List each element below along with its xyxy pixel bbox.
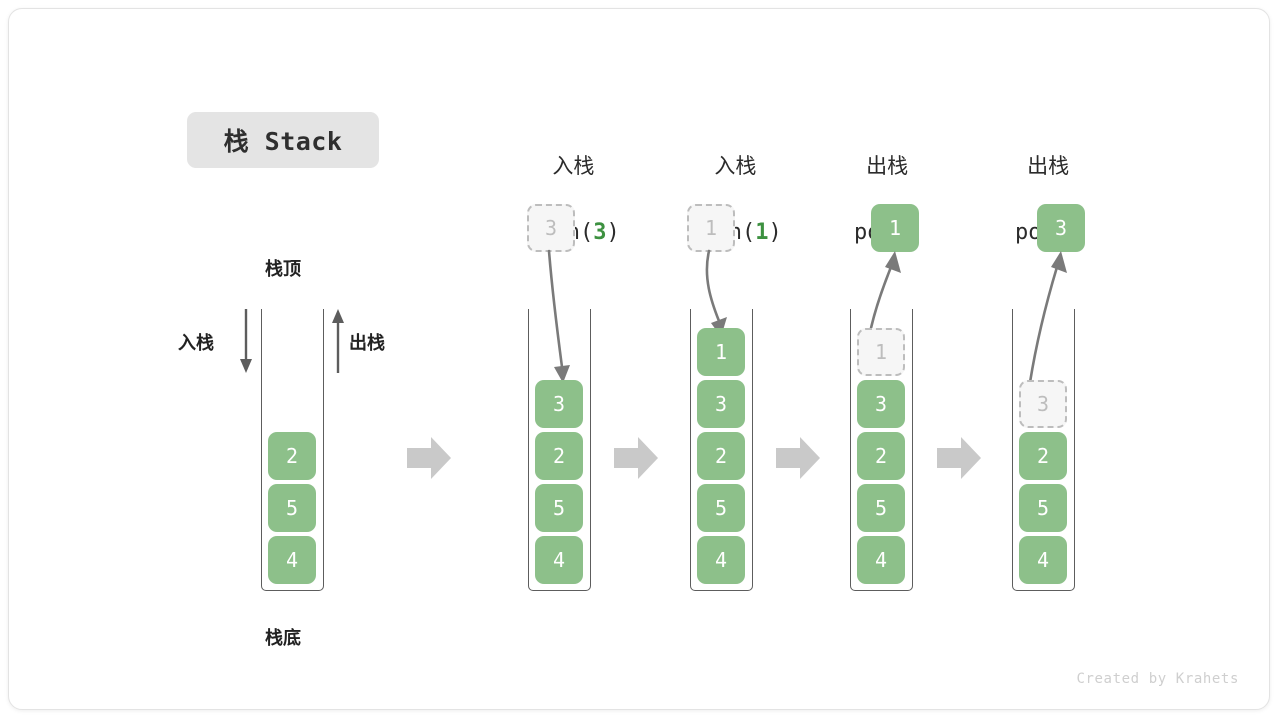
step-2-cell-4: 4: [697, 536, 745, 584]
step-arrow-2-icon: [614, 437, 658, 479]
step-1-cell-1: 2: [535, 432, 583, 480]
base-pop-label: 出栈: [349, 333, 385, 354]
step-1-op-cn: 入栈: [552, 154, 595, 178]
step-3-cell-2: 2: [857, 432, 905, 480]
step-3-cell-4: 4: [857, 536, 905, 584]
step-2-floating-cell: 1: [687, 204, 735, 252]
base-stack-container: [261, 309, 324, 591]
step-4-floating-cell: 3: [1037, 204, 1085, 252]
step-1-code-suffix: ): [606, 220, 620, 246]
step-2-cell-2: 2: [697, 432, 745, 480]
step-arrow-4-icon: [937, 437, 981, 479]
step-4-cell-1: 2: [1019, 432, 1067, 480]
step-3-stack-container: [850, 309, 913, 591]
step-2-stack-container: [690, 309, 753, 591]
step-1-code-arg: 3: [593, 220, 607, 246]
step-1-stack-container: [528, 309, 591, 591]
step-arrow-1-icon: [407, 437, 451, 479]
base-direction-arrows: [240, 309, 344, 373]
step-2-code-suffix: ): [768, 220, 782, 246]
diagram-canvas: 栈 Stack 栈顶 入栈 出栈 2 5 4 栈底 入栈 push(3) 3 3…: [8, 8, 1270, 710]
step-3-cell-3: 5: [857, 484, 905, 532]
step-4-cell-2: 5: [1019, 484, 1067, 532]
step-1-cell-0: 3: [535, 380, 583, 428]
step-1-cell-3: 4: [535, 536, 583, 584]
title-text: 栈 Stack: [223, 127, 343, 156]
step-1-floating-cell: 3: [527, 204, 575, 252]
stack-bottom-label: 栈底: [265, 628, 301, 649]
step-3-cell-1: 3: [857, 380, 905, 428]
base-cell-0: 2: [268, 432, 316, 480]
base-push-label: 入栈: [178, 333, 214, 354]
step-2-code-arg: 1: [755, 220, 769, 246]
step-4-cell-0-ghost: 3: [1019, 380, 1067, 428]
step-4-op-cn: 出栈: [1027, 154, 1070, 178]
step-2-cell-1: 3: [697, 380, 745, 428]
step-arrow-3-icon: [776, 437, 820, 479]
step-1-motion-arrow: [547, 249, 570, 383]
step-1-cell-2: 5: [535, 484, 583, 532]
step-4-stack-container: [1012, 309, 1075, 591]
title-chip: 栈 Stack: [187, 112, 379, 168]
stack-top-label: 栈顶: [265, 259, 301, 280]
base-cell-2: 4: [268, 536, 316, 584]
step-2-cell-0: 1: [697, 328, 745, 376]
step-2-motion-arrow: [705, 249, 727, 337]
step-3-op-cn: 出栈: [866, 154, 909, 178]
step-2-cell-3: 5: [697, 484, 745, 532]
step-3-cell-0-ghost: 1: [857, 328, 905, 376]
watermark-credit: Created by Krahets: [1076, 671, 1239, 687]
base-cell-1: 5: [268, 484, 316, 532]
step-2-op-cn: 入栈: [714, 154, 757, 178]
step-4-cell-3: 4: [1019, 536, 1067, 584]
step-3-floating-cell: 1: [871, 204, 919, 252]
